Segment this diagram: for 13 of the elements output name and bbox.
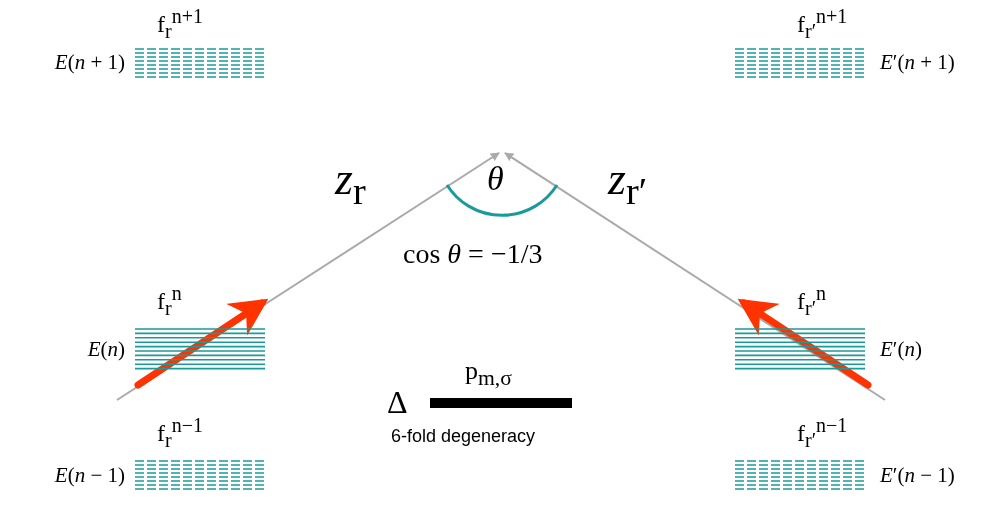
energy-label: E′(n) — [880, 337, 922, 362]
axis-label: z$_{r′}$ — [608, 152, 648, 214]
gap-symbol: Δ — [387, 384, 408, 421]
energy-label: E′(n − 1) — [880, 463, 955, 488]
degeneracy-note: 6-fold degeneracy — [391, 426, 536, 447]
angle-equation: cos θ = −1/3 — [403, 238, 543, 270]
level-label: p$_{m,σ}$ — [465, 356, 512, 392]
energy-label: E′(n + 1) — [880, 50, 955, 75]
energy-label: E(n − 1) — [54, 463, 125, 488]
axis-label: z$_{r}$ — [335, 152, 366, 214]
energy-label: E(n) — [87, 337, 125, 362]
angle-label: θ — [487, 160, 504, 198]
energy-label: E(n + 1) — [54, 50, 125, 75]
